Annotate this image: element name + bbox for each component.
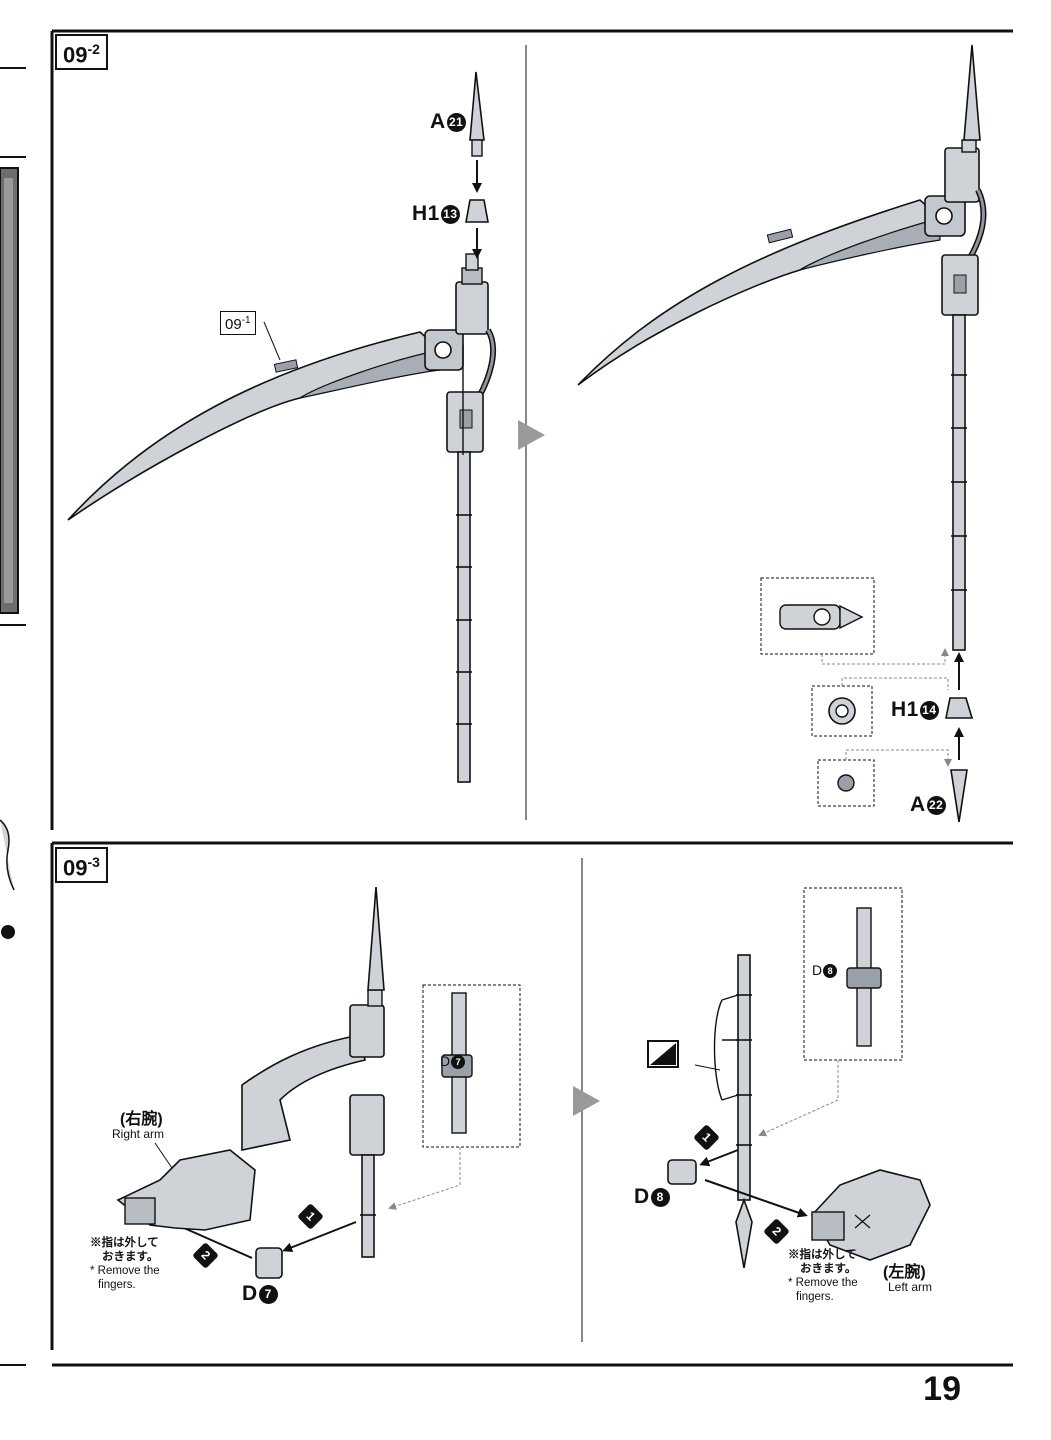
tip-part: [469, 71, 485, 141]
right-arm-label-jp: (右腕): [120, 1111, 163, 1128]
next-step-arrow: [573, 1086, 600, 1116]
right-arm-illustration: [116, 1142, 256, 1231]
range-bracket: [713, 994, 739, 1101]
reference-tag-09-1: 09-1: [220, 311, 256, 335]
scythe-shaft-right: [735, 954, 753, 1269]
step-marker-2-right: 2: [763, 1218, 790, 1245]
left-margin-bleed: [0, 67, 26, 1366]
inset-detail: [760, 577, 875, 655]
cap-part: [465, 199, 489, 223]
scythe-partial-left: [241, 886, 385, 1258]
cap-part: [945, 697, 974, 719]
step-marker-1-left: 1: [297, 1203, 324, 1230]
step-tag-09-3: 09-3: [55, 847, 108, 884]
remove-fingers-note-left: ※指は外して おきます。 * Remove the fingers.: [90, 1237, 160, 1291]
tip-part: [950, 769, 968, 823]
next-step-arrow: [518, 420, 545, 450]
step-tag-09-2: 09-2: [55, 34, 108, 71]
left-arm-label-jp: (左腕): [883, 1264, 926, 1281]
step-marker-2-left: 2: [192, 1242, 219, 1269]
left-arm-label-en: Left arm: [888, 1280, 933, 1294]
hand-part: [667, 1159, 697, 1185]
hand-part: [255, 1247, 283, 1279]
frame-lines: [50, 29, 1013, 1367]
scythe-assembly-after: [577, 44, 987, 651]
left-arm-illustration: [811, 1169, 931, 1261]
scythe-assembly-before: [67, 253, 497, 783]
remove-fingers-note-right: ※指は外して おきます。 * Remove the fingers.: [788, 1249, 858, 1303]
right-arm-label-en: Right arm: [112, 1127, 165, 1141]
page-number: 19: [923, 1370, 961, 1408]
inset-detail: [422, 984, 521, 1148]
step-marker-1-right: 1: [693, 1124, 720, 1151]
